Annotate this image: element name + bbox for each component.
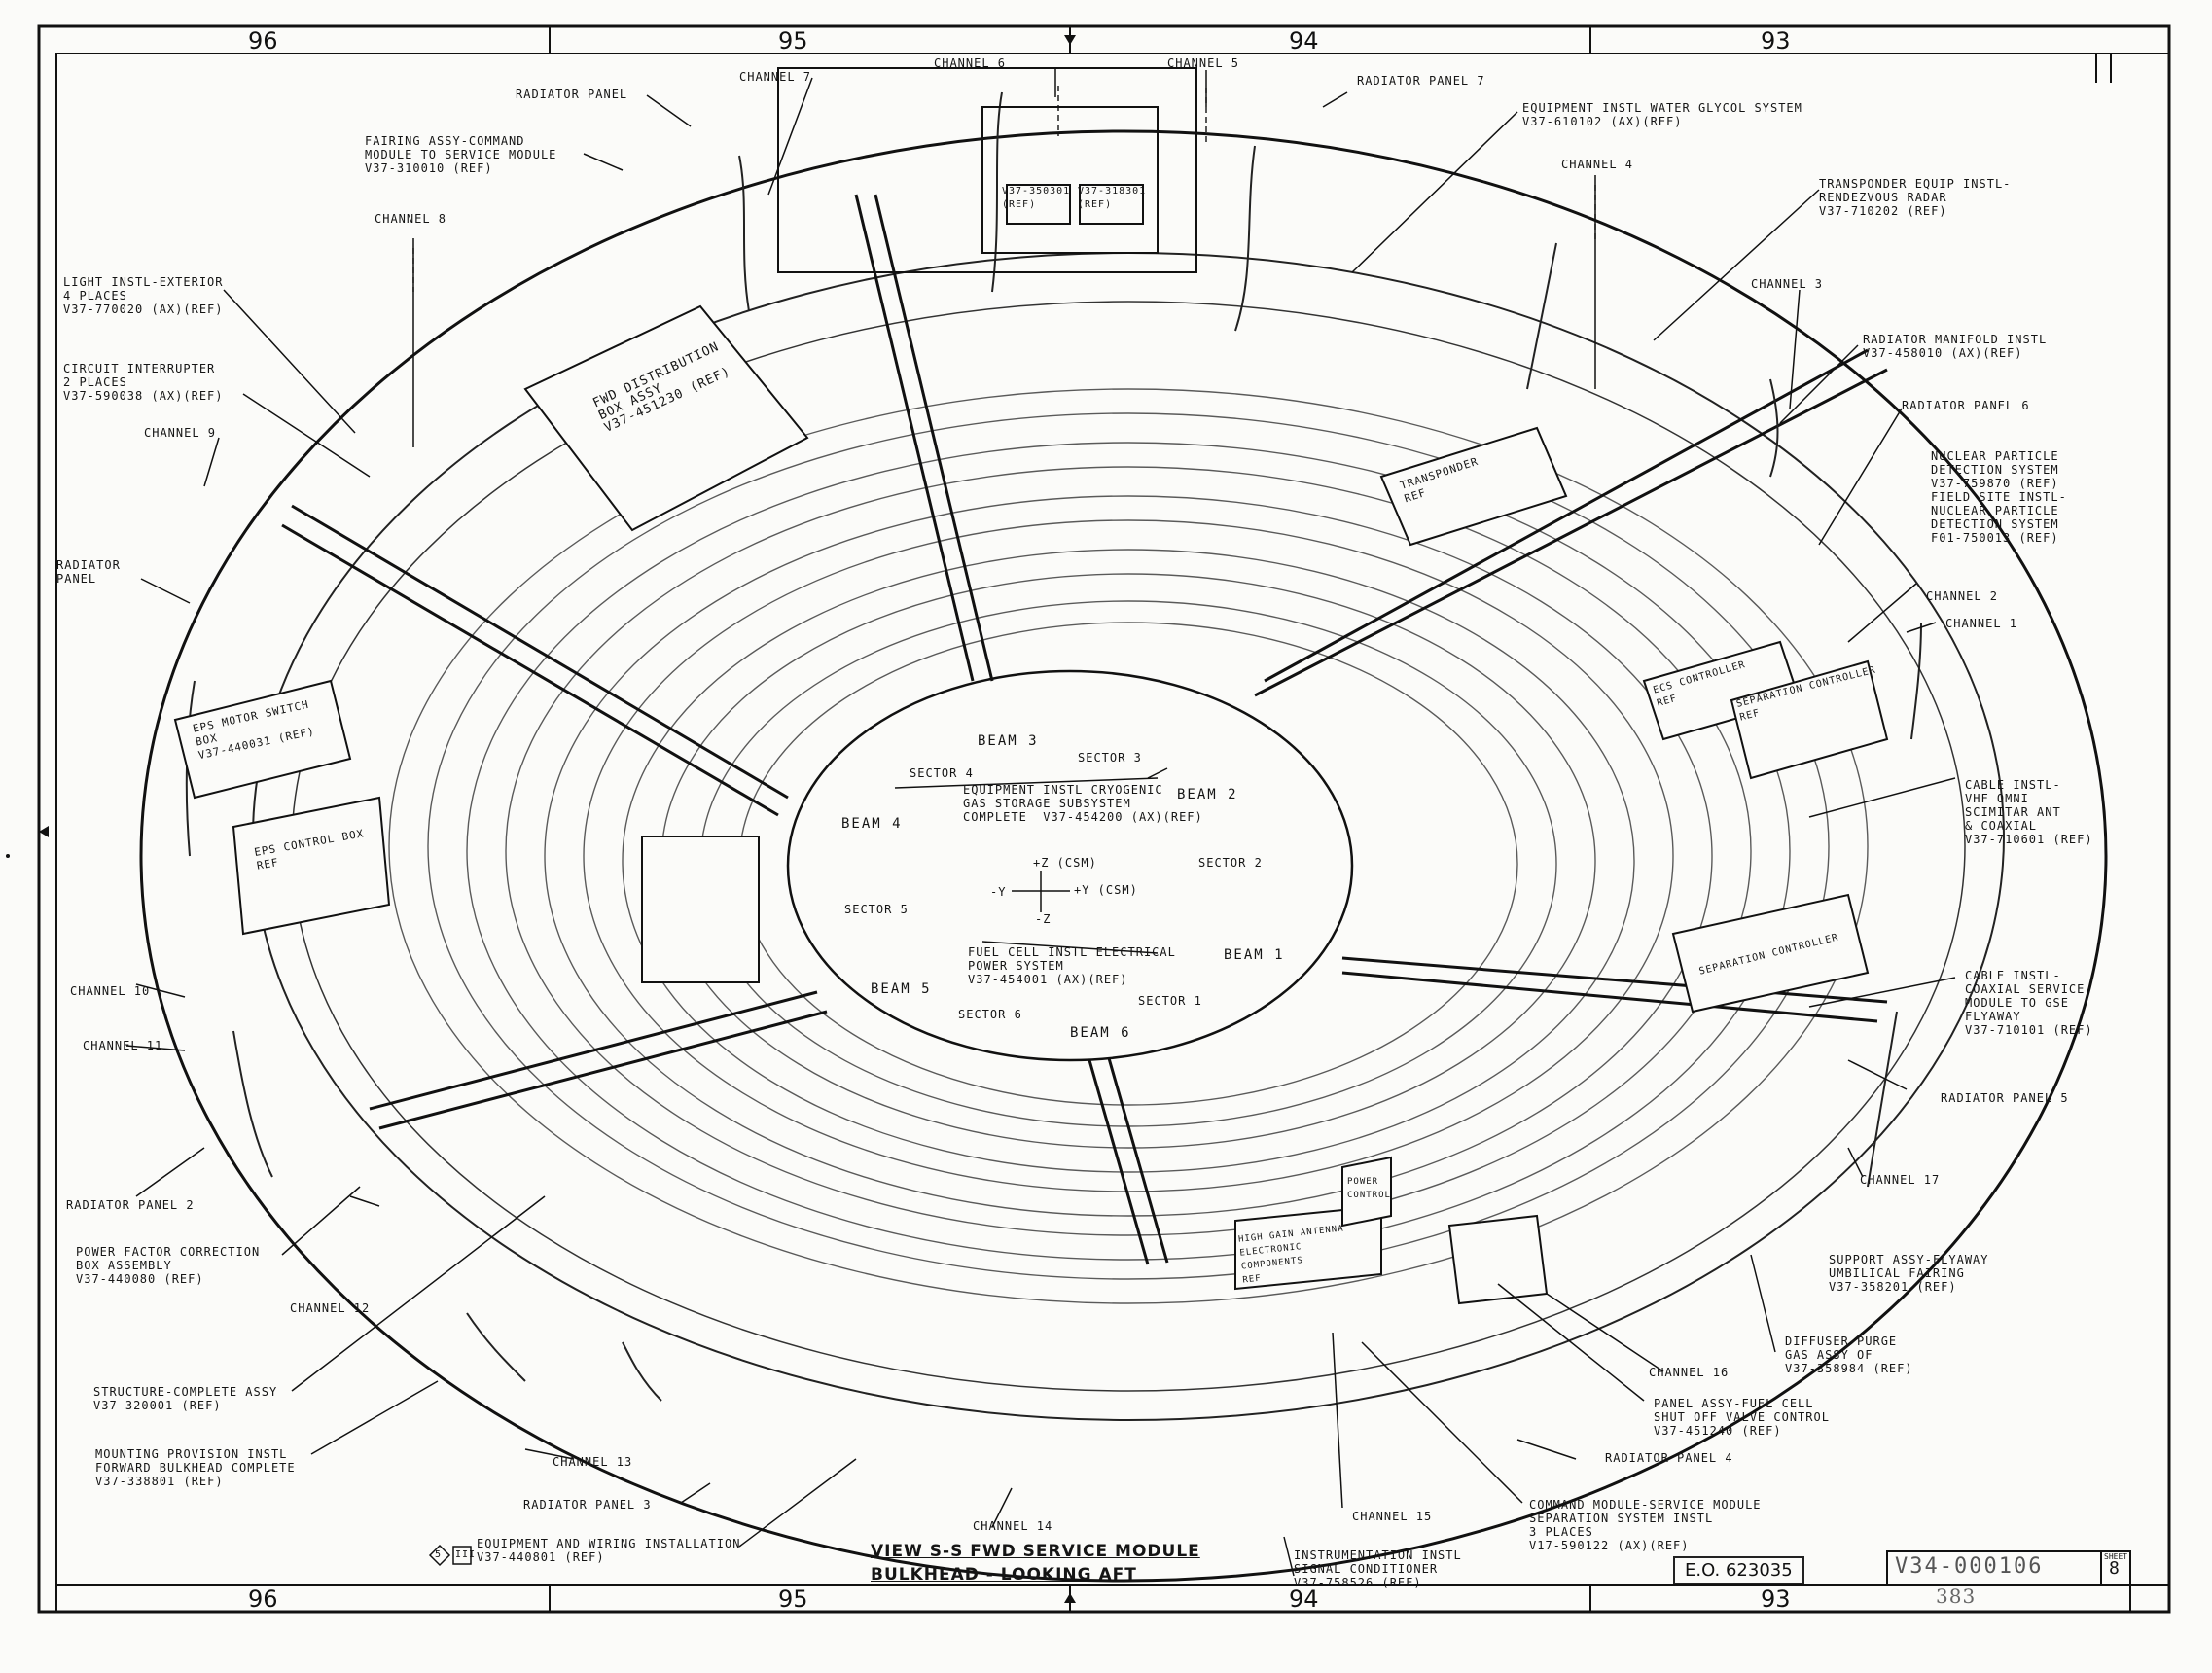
callout-cable-coaxial: CABLE INSTL- COAXIAL SERVICE MODULE TO G… [1965, 969, 2093, 1037]
callout-fuel-cell: FUEL CELL INSTL ELECTRICAL POWER SYSTEM … [968, 945, 1176, 986]
eo-stamp-box: E.O. 623035 [1673, 1556, 1804, 1584]
sector-1-label: SECTOR 1 [1138, 994, 1202, 1008]
callout-circuit-interrupter: CIRCUIT INTERRUPTER 2 PLACES V37-590038 … [63, 362, 224, 403]
callout-radiator-panel-7: RADIATOR PANEL 7 [1357, 74, 1485, 88]
callout-channel-5: CHANNEL 5 [1167, 56, 1240, 70]
callout-diffuser-purge: DIFFUSER-PURGE GAS ASSY OF V37-358984 (R… [1785, 1335, 1913, 1375]
callout-channel-4: CHANNEL 4 [1561, 158, 1634, 171]
callout-nuclear-particle: NUCLEAR PARTICLE DETECTION SYSTEM V37-75… [1931, 449, 2067, 545]
zone-96-top: 96 [248, 27, 278, 54]
callout-equipment-wiring: EQUIPMENT AND WIRING INSTALLATION V37-44… [477, 1537, 741, 1564]
callout-channel-12: CHANNEL 12 [290, 1301, 371, 1315]
beam-3-label: BEAM 3 [978, 733, 1039, 749]
callout-radiator-panel-5: RADIATOR PANEL 5 [1941, 1091, 2069, 1105]
center-opening [786, 669, 1354, 1062]
ref-tag-350301: V37-350301 (REF) [1002, 186, 1071, 210]
zone-93-top: 93 [1761, 27, 1791, 54]
beam-2-label: BEAM 2 [1177, 787, 1238, 802]
callout-mounting-provision: MOUNTING PROVISION INSTL FORWARD BULKHEA… [95, 1447, 296, 1488]
sector-2-label: SECTOR 2 [1198, 856, 1263, 870]
sheet-label: SHEET [2104, 1552, 2128, 1561]
leader-lines [125, 68, 1956, 1577]
sector-3-label: SECTOR 3 [1078, 751, 1142, 765]
handwritten-number: 383 [1936, 1584, 1977, 1608]
zone-93-bottom: 93 [1761, 1585, 1791, 1613]
radial-beams [281, 194, 1888, 1265]
zone-94-bottom: 94 [1289, 1585, 1319, 1613]
sector-4-label: SECTOR 4 [910, 766, 974, 780]
callout-channel-17: CHANNEL 17 [1860, 1173, 1941, 1187]
frame-inner [55, 53, 2170, 1613]
callout-water-glycol: EQUIPMENT INSTL WATER GLYCOL SYSTEM V37-… [1522, 101, 1802, 128]
callout-channel-7: CHANNEL 7 [739, 70, 812, 84]
callout-transponder-equip: TRANSPONDER EQUIP INSTL- RENDEZVOUS RADA… [1819, 177, 2012, 218]
title-block [1886, 1550, 2131, 1612]
callout-support-assy: SUPPORT ASSY-FLYAWAY UMBILICAL FAIRING V… [1829, 1253, 1989, 1294]
beam-6-label: BEAM 6 [1070, 1025, 1131, 1041]
callout-radiator-panel-2: RADIATOR PANEL 2 [66, 1198, 195, 1212]
callout-channel-15: CHANNEL 15 [1352, 1510, 1433, 1523]
callout-channel-3: CHANNEL 3 [1751, 277, 1824, 291]
axis-plus-z: +Z (CSM) [1033, 856, 1097, 870]
sector-5-label: SECTOR 5 [844, 903, 909, 916]
callout-channel-9: CHANNEL 9 [144, 426, 217, 440]
view-badge-roman: III [455, 1549, 477, 1560]
callout-radiator-panel-4: RADIATOR PANEL 4 [1605, 1451, 1733, 1465]
callout-channel-16: CHANNEL 16 [1649, 1366, 1730, 1379]
axis-plus-y: +Y (CSM) [1074, 883, 1138, 897]
callout-power-factor: POWER FACTOR CORRECTION BOX ASSEMBLY V37… [76, 1245, 261, 1286]
beam-1-label: BEAM 1 [1224, 947, 1285, 963]
callout-radiator-panel-6: RADIATOR PANEL 6 [1902, 399, 2030, 412]
zone-95-bottom: 95 [778, 1585, 808, 1613]
zone-95-top: 95 [778, 27, 808, 54]
view-badge-number: 5 [435, 1549, 443, 1560]
callout-channel-8: CHANNEL 8 [375, 212, 447, 226]
callout-channel-10: CHANNEL 10 [70, 984, 151, 998]
callout-fairing-assy: FAIRING ASSY-COMMAND MODULE TO SERVICE M… [365, 134, 557, 175]
view-title-line1: VIEW S-S FWD SERVICE MODULE [871, 1542, 1200, 1561]
ref-tag-318301: V37-318301 (REF) [1078, 186, 1147, 210]
equipment-boxes [173, 67, 1889, 1305]
label-high-gain-antenna: HIGH GAIN ANTENNA ELECTRONIC COMPONENTS … [1237, 1224, 1345, 1286]
callout-radiator-panel-left: RADIATOR PANEL [56, 558, 121, 586]
callout-cryogenic-gas: EQUIPMENT INSTL CRYOGENIC GAS STORAGE SU… [963, 783, 1203, 824]
callout-radiator-panel: RADIATOR PANEL [516, 88, 628, 101]
callout-radiator-manifold: RADIATOR MANIFOLD INSTL V37-458010 (AX)(… [1863, 333, 2048, 360]
callout-channel-13: CHANNEL 13 [553, 1455, 633, 1469]
callout-radiator-panel-3: RADIATOR PANEL 3 [523, 1498, 652, 1512]
center-arrows [39, 35, 1076, 1603]
beam-4-label: BEAM 4 [841, 816, 903, 832]
view-badge [428, 1544, 472, 1567]
axis-minus-z: -Z [1035, 912, 1052, 926]
drawing-number: V34-000106 [1895, 1554, 2044, 1579]
view-title-line2: BULKHEAD - LOOKING AFT [871, 1565, 1137, 1584]
callout-command-module-separation: COMMAND MODULE-SERVICE MODULE SEPARATION… [1529, 1498, 1762, 1552]
callout-structure: STRUCTURE-COMPLETE ASSY V37-320001 (REF) [93, 1385, 278, 1412]
callout-channel-6: CHANNEL 6 [934, 56, 1007, 70]
callout-panel-assy-fuel-cell: PANEL ASSY-FUEL CELL SHUT OFF VALVE CONT… [1654, 1397, 1830, 1438]
axis-cross [1012, 871, 1070, 912]
callout-instrumentation: INSTRUMENTATION INSTL SIGNAL CONDITIONER… [1294, 1548, 1462, 1589]
dashed-channel-leaders [412, 86, 1596, 292]
beam-5-label: BEAM 5 [871, 981, 932, 997]
callout-channel-1: CHANNEL 1 [1945, 617, 2018, 630]
label-power-control: POWER CONTROL [1347, 1177, 1391, 1200]
axis-minus-y: -Y [990, 885, 1007, 899]
callout-channel-2: CHANNEL 2 [1926, 589, 1999, 603]
zone-96-bottom: 96 [248, 1585, 278, 1613]
callout-light-instl: LIGHT INSTL-EXTERIOR 4 PLACES V37-770020… [63, 275, 224, 316]
callout-channel-11: CHANNEL 11 [83, 1039, 163, 1052]
callout-cable-vhf: CABLE INSTL- VHF OMNI SCIMITAR ANT & COA… [1965, 778, 2093, 846]
sheet-number: 8 [2109, 1558, 2121, 1579]
zone-94-top: 94 [1289, 27, 1319, 54]
bulkhead-outer-ring [139, 129, 2108, 1583]
margin-dot [6, 854, 10, 858]
sector-6-label: SECTOR 6 [958, 1008, 1022, 1021]
callout-channel-14: CHANNEL 14 [973, 1519, 1053, 1533]
